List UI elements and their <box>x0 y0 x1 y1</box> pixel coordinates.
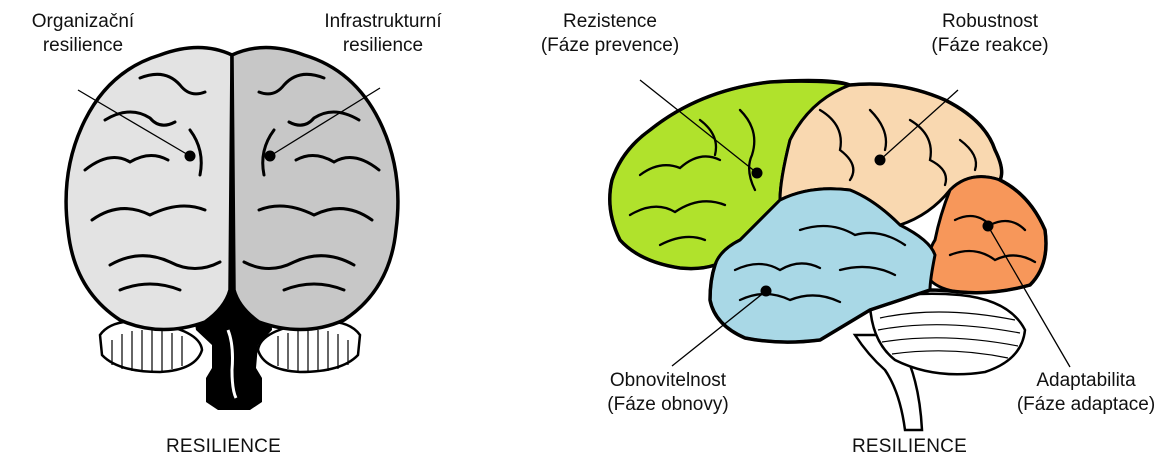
label-line2: (Fáze obnovy) <box>578 393 758 417</box>
label-line1: Infrastrukturní <box>308 10 458 34</box>
left-hemisphere-marker <box>185 151 196 162</box>
frontal-marker <box>752 168 763 179</box>
label-line1: Organizační <box>8 10 158 34</box>
label-robustnost: Robustnost (Fáze reakce) <box>900 10 1080 58</box>
label-line1: Robustnost <box>900 10 1080 34</box>
temporal-marker <box>761 286 772 297</box>
front-left-hemisphere <box>66 48 232 330</box>
occipital-marker <box>983 221 994 232</box>
label-line2: (Fáze reakce) <box>900 34 1080 58</box>
parietal-marker <box>875 155 886 166</box>
label-line2: resilience <box>8 34 158 58</box>
label-line2: (Fáze adaptace) <box>1002 393 1170 417</box>
label-adaptabilita: Adaptabilita (Fáze adaptace) <box>1002 369 1170 417</box>
label-line2: resilience <box>308 34 458 58</box>
front-caption: RESILIENCE <box>166 436 281 458</box>
front-brain <box>66 48 398 411</box>
label-rezistence: Rezistence (Fáze prevence) <box>520 10 700 58</box>
side-caption: RESILIENCE <box>852 436 967 458</box>
front-right-hemisphere <box>232 48 398 330</box>
label-line1: Adaptabilita <box>1002 369 1170 393</box>
right-hemisphere-marker <box>265 151 276 162</box>
label-obnovitelnost: Obnovitelnost (Fáze obnovy) <box>578 369 758 417</box>
label-infrastrukturni-resilience: Infrastrukturní resilience <box>308 10 458 58</box>
label-line1: Obnovitelnost <box>578 369 758 393</box>
label-line2: (Fáze prevence) <box>520 34 700 58</box>
label-organizacni-resilience: Organizační resilience <box>8 10 158 58</box>
label-line1: Rezistence <box>520 10 700 34</box>
